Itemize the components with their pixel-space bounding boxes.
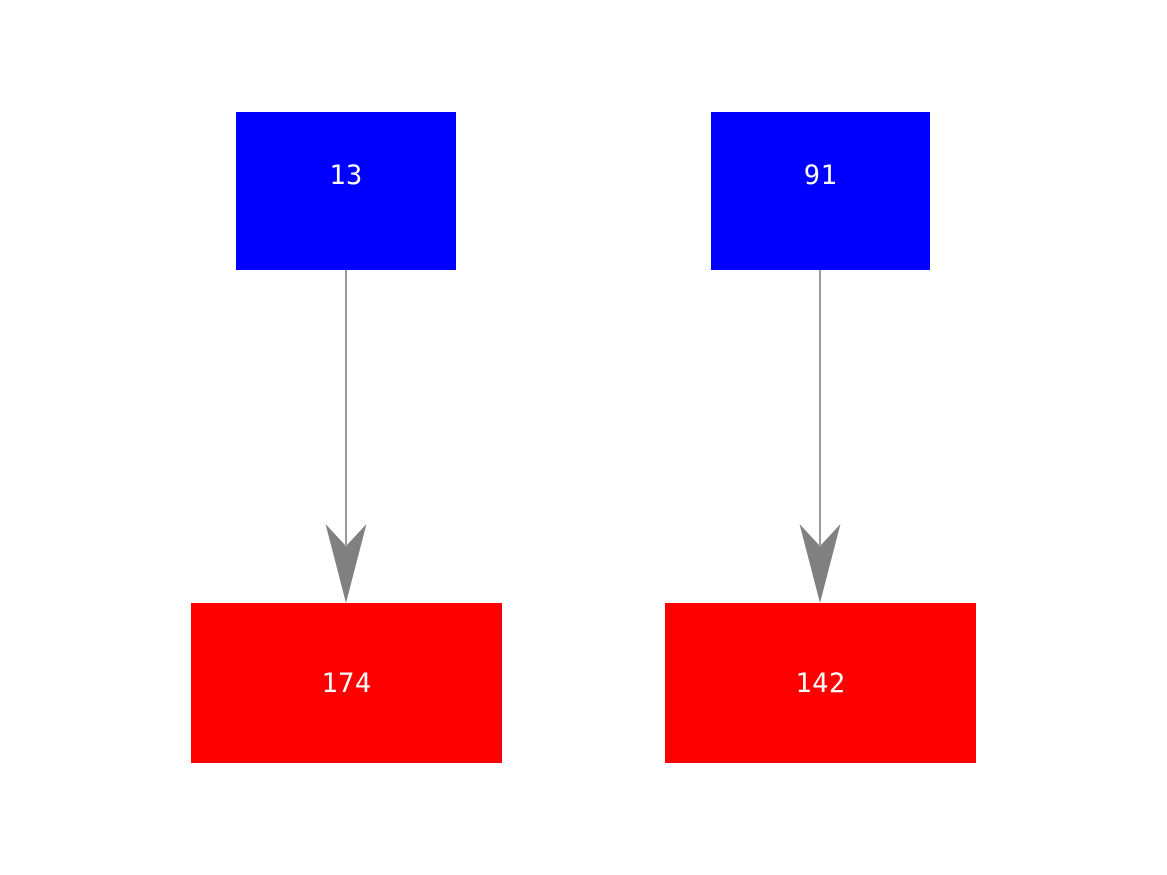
node-box-13[interactable]: 13 <box>236 112 456 270</box>
node-label: 91 <box>803 159 838 191</box>
arrowhead-icon <box>799 524 841 603</box>
node-box-174[interactable]: 174 <box>191 603 502 763</box>
node-box-91[interactable]: 91 <box>711 112 930 270</box>
node-label: 142 <box>795 667 846 699</box>
arrowhead-icon <box>325 524 367 603</box>
node-label: 174 <box>321 667 372 699</box>
edge-13-to-174 <box>325 270 367 603</box>
node-box-142[interactable]: 142 <box>665 603 976 763</box>
edge-91-to-142 <box>799 270 841 603</box>
node-label: 13 <box>329 159 363 191</box>
